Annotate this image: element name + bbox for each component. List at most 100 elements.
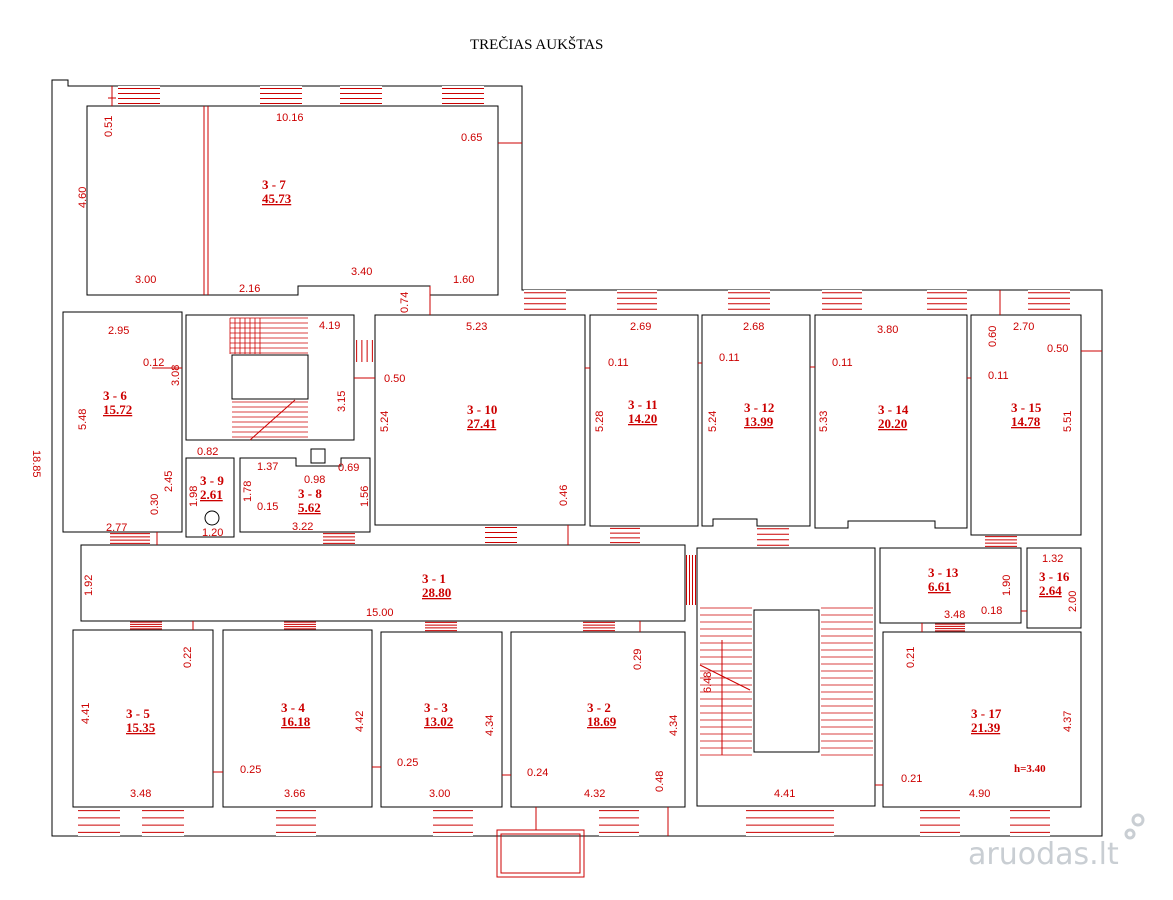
dim-label: 1.98 xyxy=(188,486,200,507)
dim-label: 5.48 xyxy=(77,409,89,430)
dim-label: 0.15 xyxy=(257,501,278,513)
room-id-3-13: 3 - 13 xyxy=(928,565,959,580)
window xyxy=(442,86,484,106)
window xyxy=(340,86,382,106)
dim-label: 2.70 xyxy=(1013,321,1034,333)
room-area-3-17: 21.39 xyxy=(971,720,1001,735)
room-3-11 xyxy=(589,314,699,527)
dim-label: 0.21 xyxy=(905,647,917,668)
dim-label: 0.25 xyxy=(240,764,261,776)
room-id-3-11: 3 - 11 xyxy=(628,397,658,412)
window xyxy=(485,525,517,545)
dim-label: 1.37 xyxy=(257,461,278,473)
dim-label: 0.82 xyxy=(197,446,218,458)
dim-label: 3.66 xyxy=(284,788,305,800)
room-area-3-10: 27.41 xyxy=(467,416,496,431)
dim-label: 1.56 xyxy=(359,486,371,507)
room-3-4 xyxy=(222,629,373,808)
dim-label: 3.48 xyxy=(130,788,151,800)
dim-label: 3.22 xyxy=(292,521,313,533)
window xyxy=(284,621,316,630)
room-area-3-5: 15.35 xyxy=(126,720,156,735)
dim-label: 4.41 xyxy=(774,788,795,800)
room-3-8 xyxy=(239,457,371,533)
house-icon xyxy=(1124,813,1145,840)
room-area-3-7: 45.73 xyxy=(262,191,292,206)
room-area-3-16: 2.64 xyxy=(1039,583,1062,598)
dim-label: 0.22 xyxy=(182,647,194,668)
room-area-3-3: 13.02 xyxy=(424,714,453,729)
dim-label: 2.00 xyxy=(1067,591,1079,612)
dim-label: 0.65 xyxy=(461,132,482,144)
dim-label: 1.20 xyxy=(202,527,223,539)
dim-label: 0.24 xyxy=(527,767,548,779)
room-area-3-11: 14.20 xyxy=(628,411,657,426)
dim-label: 0.29 xyxy=(632,649,644,670)
window xyxy=(524,290,566,312)
dim-label: 0.50 xyxy=(1047,343,1068,355)
room-id-3-15: 3 - 15 xyxy=(1011,400,1042,415)
dim-label: 5.28 xyxy=(594,411,606,432)
dim-label: 4.34 xyxy=(484,715,496,736)
dim-label: 3.00 xyxy=(135,274,156,286)
dim-label: 1.92 xyxy=(83,575,95,596)
window xyxy=(1010,807,1050,836)
dim-label: 0.50 xyxy=(384,373,405,385)
window xyxy=(276,807,316,836)
window xyxy=(822,290,862,312)
dim-label: 4.42 xyxy=(354,711,366,732)
dim-label: 0.69 xyxy=(338,462,359,474)
window xyxy=(142,807,184,836)
dim-label: 5.24 xyxy=(707,411,719,432)
room-id-3-1: 3 - 1 xyxy=(422,571,446,586)
dim-label: 15.00 xyxy=(366,607,394,619)
rooms xyxy=(62,105,1082,878)
dim-label: 6.48 xyxy=(702,672,714,693)
dim-label: 0.98 xyxy=(304,474,325,486)
window xyxy=(433,807,473,836)
dim-label: 0.11 xyxy=(719,352,740,364)
plan-title: TREČIAS AUKŠTAS xyxy=(470,36,603,53)
dim-label: 0.25 xyxy=(397,757,418,769)
dim-label: 0.60 xyxy=(987,326,999,347)
room-id-3-17: 3 - 17 xyxy=(971,706,1002,721)
window xyxy=(323,532,355,545)
room-id-3-9: 3 - 9 xyxy=(200,473,224,488)
dim-label: 5.24 xyxy=(379,411,391,432)
window xyxy=(354,340,375,362)
window xyxy=(617,290,657,312)
dim-label: 0.74 xyxy=(399,292,411,313)
window xyxy=(728,290,770,312)
dim-label: 3.40 xyxy=(351,266,372,278)
room-area-3-14: 20.20 xyxy=(878,416,907,431)
room-id-3-6: 3 - 6 xyxy=(103,388,127,403)
window xyxy=(757,526,789,548)
room-id-3-10: 3 - 10 xyxy=(467,402,497,417)
room-area-3-9: 2.61 xyxy=(200,487,223,502)
dim-label: 2.16 xyxy=(239,283,260,295)
dim-label: 4.60 xyxy=(77,187,89,208)
room-3-14 xyxy=(814,314,968,529)
room-3-12 xyxy=(701,314,811,527)
room-3-15 xyxy=(970,314,1082,536)
window xyxy=(130,621,162,630)
dim-label: 0.46 xyxy=(558,485,570,506)
window xyxy=(1028,290,1070,312)
balcony xyxy=(496,829,585,878)
room-3-17 xyxy=(882,631,1082,808)
room-area-3-13: 6.61 xyxy=(928,579,951,594)
dim-label: 4.37 xyxy=(1062,711,1074,732)
room-id-3-8: 3 - 8 xyxy=(298,486,322,501)
dim-label: 2.68 xyxy=(743,321,764,333)
windows xyxy=(78,86,1070,836)
dim-label: 2.77 xyxy=(106,522,127,534)
dim-label: 0.30 xyxy=(149,494,161,515)
dim-label: 18.85 xyxy=(30,450,42,478)
room-3-13 xyxy=(879,547,1022,624)
room-id-3-3: 3 - 3 xyxy=(424,700,448,715)
dim-label: 0.51 xyxy=(103,116,115,137)
room-area-3-4: 16.18 xyxy=(281,714,311,729)
room-id-3-16: 3 - 16 xyxy=(1039,569,1070,584)
dim-label: 1.90 xyxy=(1001,575,1013,596)
